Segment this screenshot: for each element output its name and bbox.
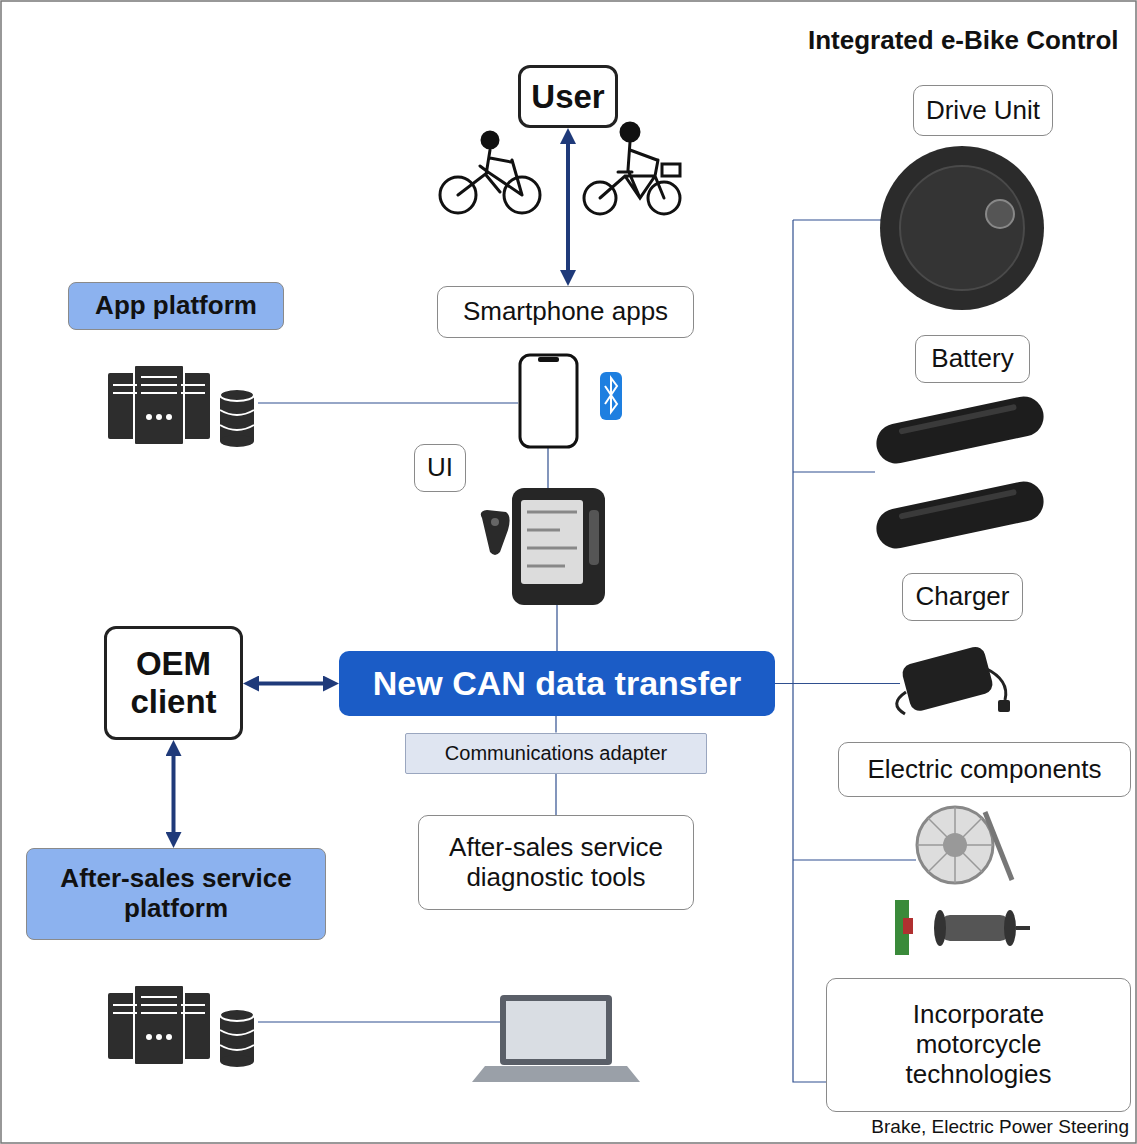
technology-box: Incorporate motorcycle technologies bbox=[826, 978, 1131, 1112]
child-cyclist-icon bbox=[440, 132, 540, 213]
bus-line bbox=[555, 716, 556, 733]
bus-line bbox=[775, 684, 826, 1083]
node-text: New CAN data transfer bbox=[373, 664, 741, 703]
node-text: UI bbox=[427, 453, 453, 483]
display-unit bbox=[512, 488, 605, 605]
component-label-box: Drive Unit bbox=[913, 85, 1053, 136]
bike-basket bbox=[662, 164, 680, 176]
server-icon bbox=[108, 985, 254, 1067]
crank-hole bbox=[986, 200, 1014, 228]
actor-box: User bbox=[518, 65, 618, 128]
battery-shine bbox=[898, 489, 1017, 520]
battery-body bbox=[873, 478, 1048, 552]
bus-line bbox=[555, 774, 556, 816]
node-text: Smartphone apps bbox=[463, 297, 668, 327]
tool-box: After-sales service diagnostic tools bbox=[418, 815, 694, 910]
bike-frame bbox=[600, 142, 664, 198]
wire bbox=[258, 402, 518, 403]
node-text: Battery bbox=[931, 344, 1013, 374]
fork-leg bbox=[985, 812, 1012, 880]
wire bbox=[556, 605, 557, 651]
bus-wire bbox=[792, 220, 793, 684]
drive-unit-cover bbox=[900, 166, 1024, 290]
drive-unit-illustration bbox=[880, 146, 1044, 310]
wires bbox=[258, 220, 916, 1022]
laptop-base bbox=[472, 1066, 640, 1082]
node-text: Charger bbox=[916, 582, 1010, 612]
adapter-box: Communications adapter bbox=[405, 733, 707, 774]
component-label-box: Charger bbox=[902, 573, 1023, 621]
double-arrow bbox=[566, 138, 570, 276]
hub-core bbox=[943, 833, 967, 857]
laptop-screen bbox=[506, 1001, 606, 1059]
node-text: Incorporate motorcycle technologies bbox=[889, 1000, 1069, 1090]
wire bbox=[258, 1021, 500, 1022]
bluetooth-mark bbox=[605, 378, 617, 412]
hub-flange bbox=[934, 910, 946, 946]
bus-box: New CAN data transfer bbox=[339, 651, 775, 716]
server-icon bbox=[108, 365, 254, 447]
rider-head bbox=[482, 132, 498, 148]
node-text: Communications adapter bbox=[445, 742, 667, 765]
phone-notch bbox=[538, 357, 559, 362]
bus-branch bbox=[793, 219, 882, 220]
component-label-box: Battery bbox=[915, 335, 1030, 383]
note-label: Brake, Electric Power Steering bbox=[871, 1116, 1129, 1138]
battery-illustration bbox=[873, 393, 1048, 467]
component-label-box: Electric components bbox=[838, 742, 1131, 797]
wheel-spokes bbox=[917, 807, 993, 883]
bus-branch bbox=[793, 471, 875, 472]
node-text: After-sales service platform bbox=[39, 864, 313, 924]
display-button bbox=[589, 510, 599, 565]
node-text: Drive Unit bbox=[926, 96, 1040, 126]
hub-axle bbox=[1016, 926, 1030, 930]
node-text: OEM client bbox=[117, 645, 230, 721]
diagram-title: Integrated e-Bike Control bbox=[808, 26, 1119, 56]
node-text: After-sales service diagnostic tools bbox=[431, 833, 681, 893]
double-arrow bbox=[172, 750, 176, 838]
hub-gear-illustration bbox=[940, 915, 1010, 941]
screen-bars bbox=[527, 512, 577, 566]
ui-label-box: UI bbox=[414, 444, 466, 492]
adult-cyclist-icon bbox=[584, 123, 680, 214]
charger-plug bbox=[998, 700, 1010, 712]
laptop-illustration bbox=[500, 995, 612, 1065]
bluetooth-symbol bbox=[600, 372, 622, 420]
node-text: Electric components bbox=[867, 755, 1101, 785]
node-text: User bbox=[531, 78, 604, 116]
hub-flange bbox=[1004, 910, 1016, 946]
bus-branch bbox=[793, 859, 916, 860]
battery-body bbox=[873, 393, 1048, 467]
platform-box: After-sales service platform bbox=[26, 848, 326, 940]
client-box: OEM client bbox=[104, 626, 243, 740]
platform-box: App platform bbox=[68, 282, 284, 330]
app-box: Smartphone apps bbox=[437, 286, 694, 338]
board-chip bbox=[903, 918, 913, 934]
remote-button bbox=[491, 518, 499, 526]
double-arrow bbox=[253, 682, 329, 686]
rider-head bbox=[621, 123, 639, 141]
smartphone-icon bbox=[520, 355, 577, 447]
wire bbox=[547, 447, 548, 488]
connectors bbox=[174, 138, 827, 1082]
charger-cable bbox=[897, 668, 1006, 714]
display-screen bbox=[521, 500, 583, 584]
bus-branch bbox=[793, 683, 900, 684]
battery-illustration bbox=[873, 478, 1048, 552]
charger-illustration bbox=[900, 645, 995, 713]
hub-motor-illustration bbox=[917, 807, 993, 883]
node-text: App platform bbox=[95, 291, 257, 321]
bike-frame bbox=[458, 150, 522, 195]
battery-shine bbox=[898, 404, 1017, 435]
remote-switch bbox=[481, 510, 510, 555]
